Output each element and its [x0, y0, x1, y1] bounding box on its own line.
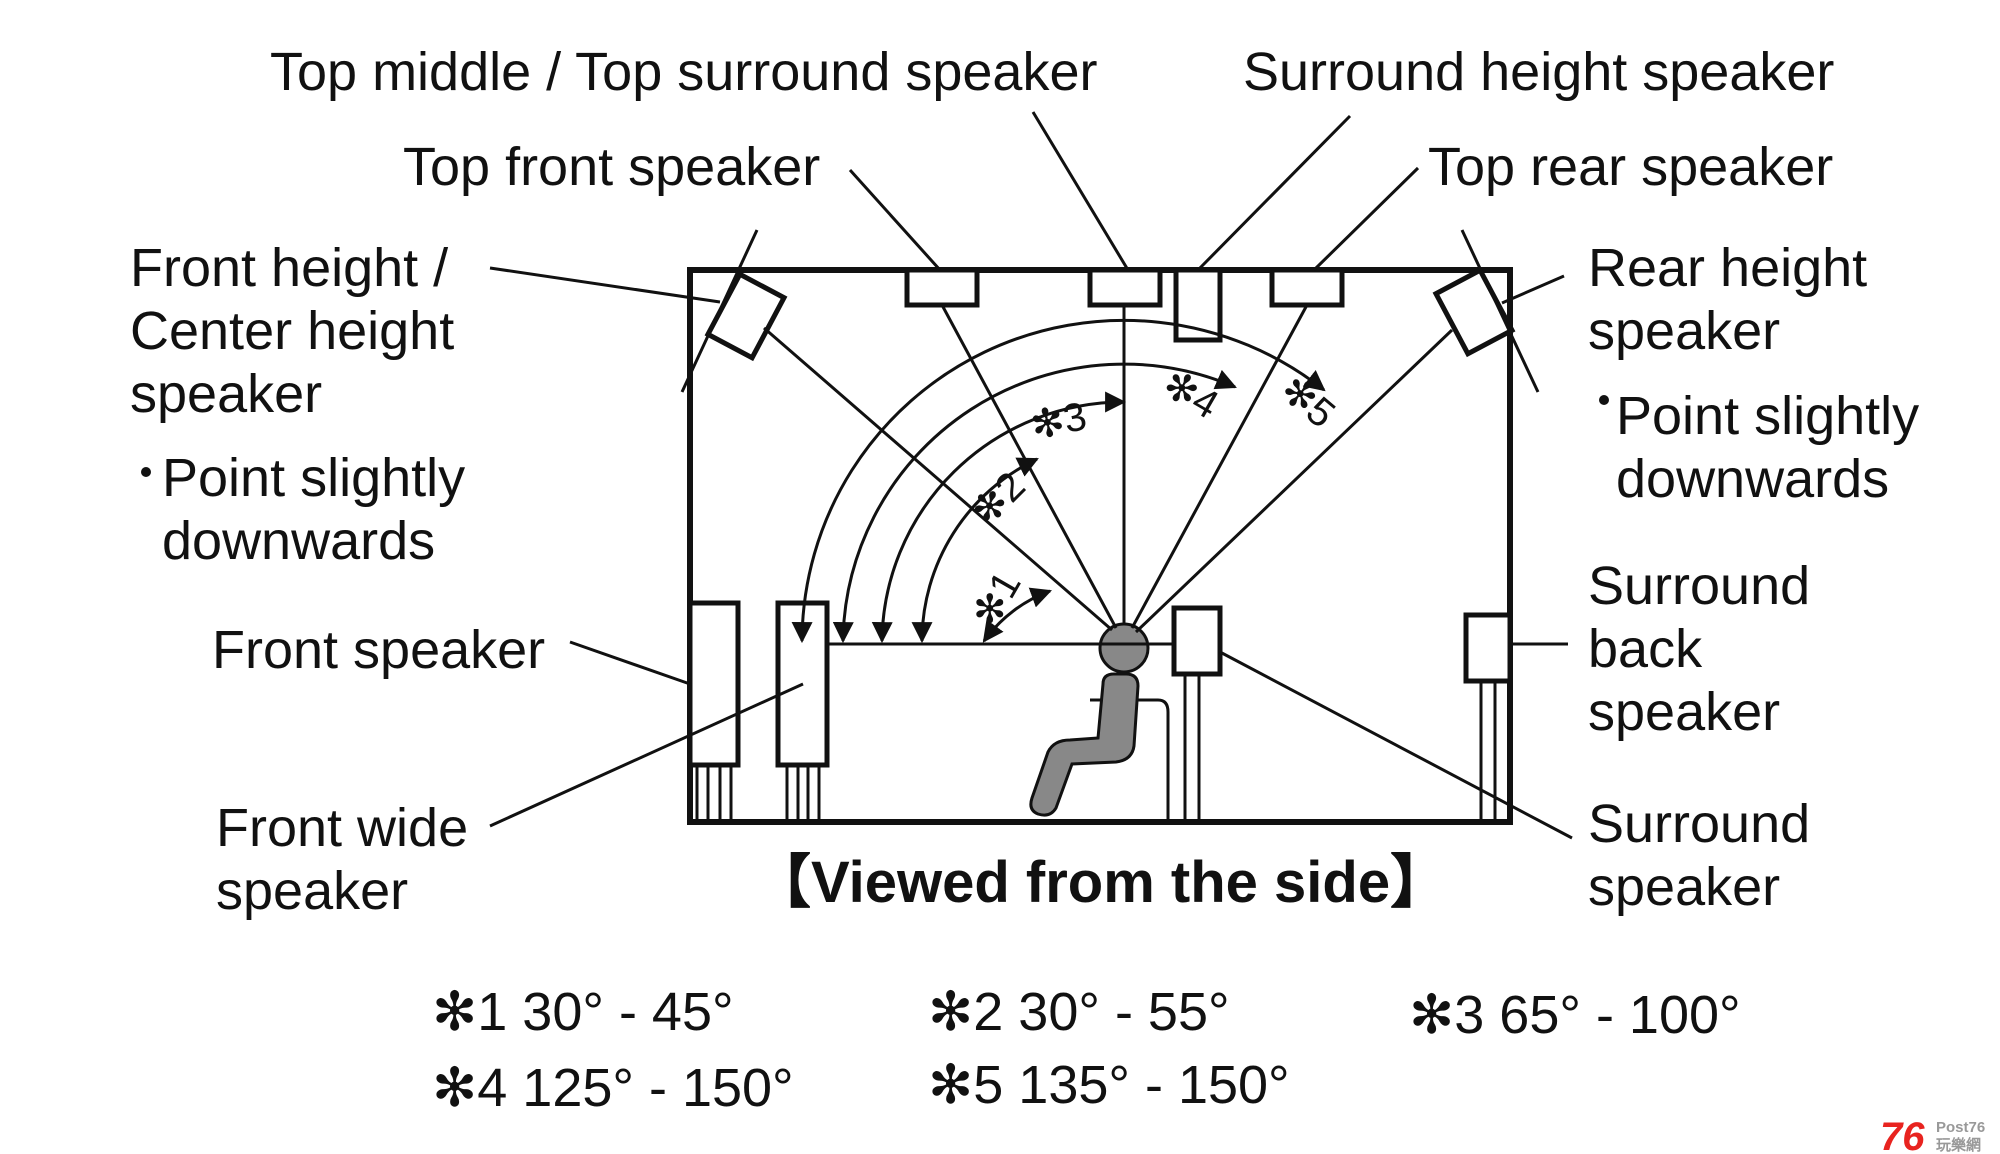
- front-speaker-box: [687, 600, 741, 768]
- note-angle-2: ✻2 30° - 55°: [928, 982, 1230, 1042]
- front-height-note-bullet: [141, 467, 151, 477]
- leader-lines: [489, 111, 1573, 840]
- listener-figure: [1029, 622, 1170, 824]
- angle-mark-2: ✻2: [963, 464, 1034, 535]
- rear-height-note-bullet: [1599, 395, 1609, 405]
- label-surround-line-1: Surround: [1588, 794, 1810, 854]
- label-front-speaker: Front speaker: [212, 620, 545, 680]
- note-angle-4: ✻4 125° - 150°: [432, 1058, 794, 1118]
- watermark-number: 76: [1880, 1115, 1925, 1154]
- label-surround-height-speaker: Surround height speaker: [1243, 42, 1834, 102]
- label-rear-height-line-1: Rear height: [1588, 238, 1867, 298]
- angle-mark-3: ✻3: [1027, 394, 1091, 449]
- label-rear-height-line-2: speaker: [1588, 301, 1780, 361]
- label-surround-line-2: speaker: [1588, 857, 1780, 917]
- note-angle-5: ✻5 135° - 150°: [928, 1055, 1290, 1115]
- angle-arc-5: [791, 318, 1326, 644]
- angle-mark-4: ✻4: [1156, 362, 1226, 428]
- front-height-aim-line: [680, 229, 759, 393]
- label-front-height-note-2: downwards: [162, 511, 435, 571]
- label-surround-back-line-3: speaker: [1588, 682, 1780, 742]
- top-front-speaker-box: [904, 267, 980, 308]
- angle-mark-5: ✻5: [1272, 367, 1343, 437]
- surround-speaker-stand: [1183, 674, 1201, 822]
- label-front-height-line-2: Center height: [130, 301, 454, 361]
- note-angle-1: ✻1 30° - 45°: [432, 982, 734, 1042]
- surround-back-speaker-box: [1463, 612, 1513, 684]
- angle-rays: [763, 304, 1454, 634]
- watermark-text-bottom: 玩樂網: [1936, 1136, 1981, 1154]
- label-surround-back-line-1: Surround: [1588, 556, 1810, 616]
- front-speaker-stand: [695, 765, 733, 822]
- top-middle-speaker-box: [1087, 267, 1163, 308]
- top-rear-speaker-box: [1269, 267, 1345, 308]
- label-top-middle-speaker: Top middle / Top surround speaker: [270, 42, 1097, 102]
- diagram-caption: 【Viewed from the side】: [753, 850, 1448, 915]
- label-front-height-note-1: Point slightly: [162, 448, 465, 508]
- front-height-speaker-box: [704, 270, 788, 362]
- label-front-wide-line-2: speaker: [216, 861, 408, 921]
- label-surround-back-line-2: back: [1588, 619, 1703, 679]
- label-top-front-speaker: Top front speaker: [403, 137, 820, 197]
- watermark-text-top: Post76: [1936, 1119, 1985, 1136]
- front-wide-speaker-stand: [785, 765, 821, 822]
- surround-back-speaker-stand: [1479, 681, 1497, 822]
- label-rear-height-note-2: downwards: [1616, 449, 1889, 509]
- label-front-height-line-1: Front height /: [130, 238, 448, 298]
- rear-height-aim-line: [1460, 229, 1540, 393]
- label-front-wide-line-1: Front wide: [216, 798, 468, 858]
- label-rear-height-note-1: Point slightly: [1616, 386, 1919, 446]
- label-top-rear-speaker: Top rear speaker: [1428, 137, 1833, 197]
- surround-speaker-box: [1171, 605, 1223, 677]
- label-front-height-line-3: speaker: [130, 364, 322, 424]
- note-angle-3: ✻3 65° - 100°: [1409, 985, 1741, 1045]
- watermark-logo: 76 Post76 玩樂網: [1880, 1115, 1985, 1154]
- angle-mark-1: ✻1: [964, 564, 1030, 634]
